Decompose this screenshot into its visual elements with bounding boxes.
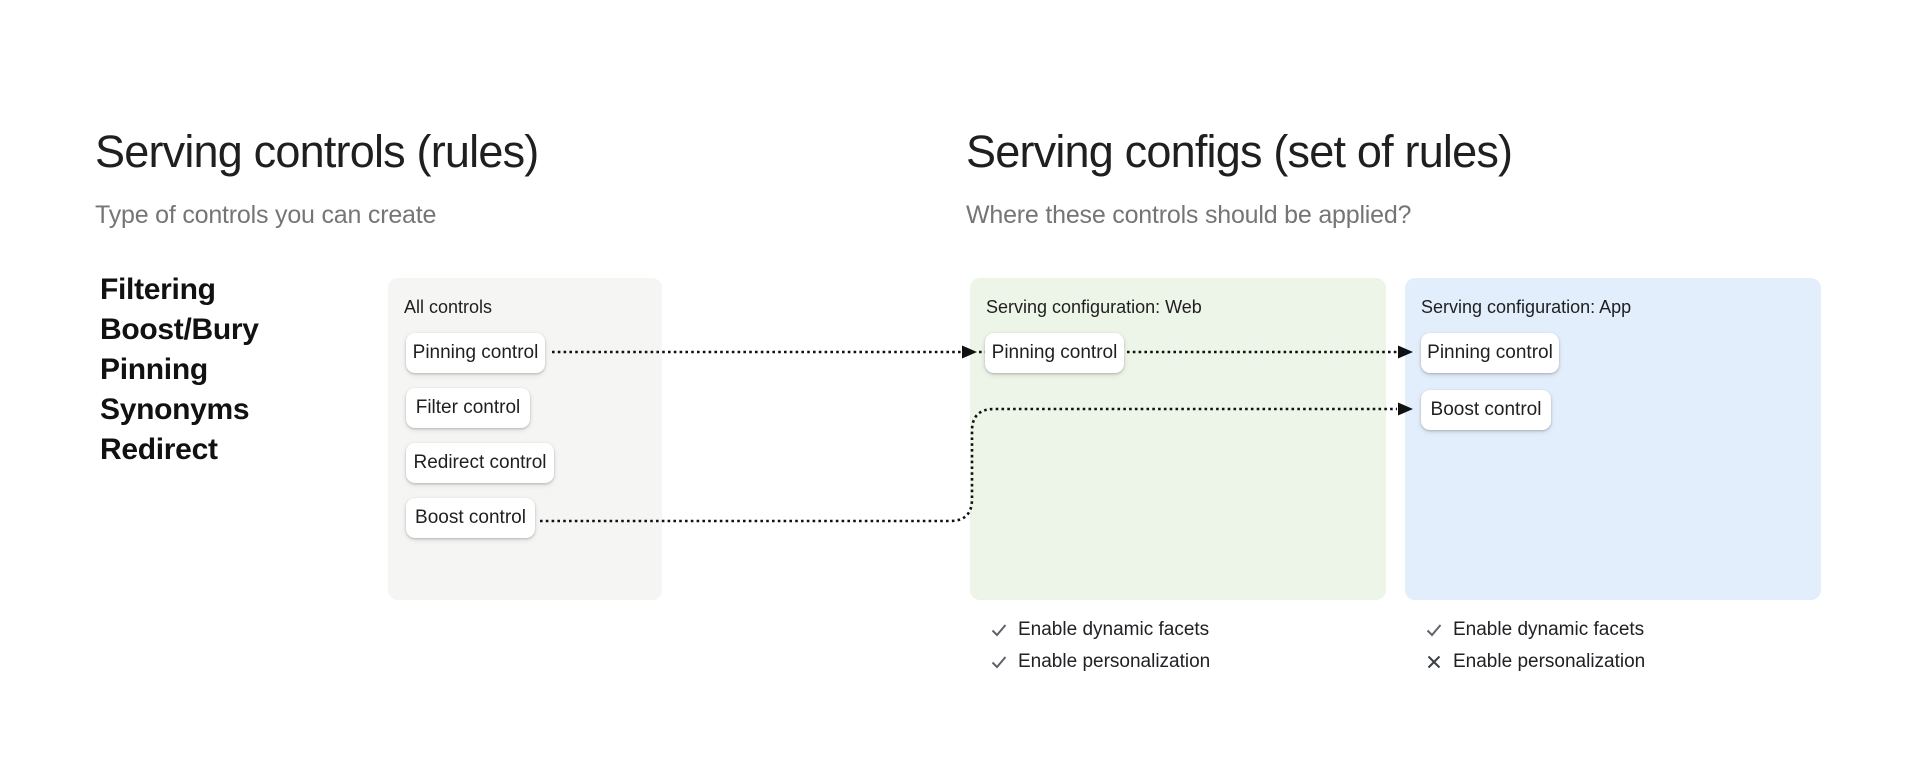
pill-boost-control-app: Boost control bbox=[1421, 390, 1551, 430]
web-config-card-label: Serving configuration: Web bbox=[986, 297, 1202, 317]
control-type-boost-bury: Boost/Bury bbox=[100, 313, 259, 346]
all-controls-card-label: All controls bbox=[404, 297, 493, 317]
check-icon bbox=[991, 656, 1007, 669]
web-config-checklist: Enable dynamic facets Enable personaliza… bbox=[990, 620, 1210, 684]
left-column-subtitle: Type of controls you can create bbox=[95, 201, 437, 229]
checklist-label: Enable dynamic facets bbox=[1453, 619, 1645, 640]
checklist-label: Enable personalization bbox=[1453, 651, 1646, 672]
check-icon bbox=[991, 624, 1007, 637]
check-icon bbox=[1426, 624, 1442, 637]
app-config-card-label: Serving configuration: App bbox=[1421, 297, 1632, 317]
checklist-item: Enable dynamic facets bbox=[990, 620, 1210, 640]
right-column-subtitle: Where these controls should be applied? bbox=[966, 201, 1412, 229]
right-column-title: Serving configs (set of rules) bbox=[966, 126, 1513, 178]
app-config-checklist: Enable dynamic facets Enable personaliza… bbox=[1425, 620, 1645, 684]
all-controls-card: All controls bbox=[388, 278, 662, 600]
pill-filter-control: Filter control bbox=[406, 388, 530, 428]
pill-pinning-control-source: Pinning control bbox=[406, 333, 545, 373]
checklist-item: Enable dynamic facets bbox=[1425, 620, 1645, 640]
pill-redirect-control: Redirect control bbox=[406, 443, 554, 483]
control-type-pinning: Pinning bbox=[100, 353, 208, 386]
pill-pinning-control-web: Pinning control bbox=[985, 333, 1124, 373]
app-config-card: Serving configuration: App bbox=[1405, 278, 1821, 600]
checklist-item: Enable personalization bbox=[990, 652, 1210, 672]
checklist-label: Enable dynamic facets bbox=[1018, 619, 1210, 640]
checklist-label: Enable personalization bbox=[1018, 651, 1211, 672]
control-type-redirect: Redirect bbox=[100, 433, 218, 466]
left-column-title: Serving controls (rules) bbox=[95, 126, 539, 178]
control-type-synonyms: Synonyms bbox=[100, 393, 250, 426]
x-icon bbox=[1427, 655, 1441, 669]
web-config-card: Serving configuration: Web bbox=[970, 278, 1386, 600]
control-type-list: Filtering Boost/Bury Pinning Synonyms Re… bbox=[100, 270, 259, 470]
pill-pinning-control-app: Pinning control bbox=[1421, 333, 1559, 373]
pill-boost-control-source: Boost control bbox=[406, 498, 535, 538]
checklist-item: Enable personalization bbox=[1425, 652, 1645, 672]
control-type-filtering: Filtering bbox=[100, 273, 216, 306]
